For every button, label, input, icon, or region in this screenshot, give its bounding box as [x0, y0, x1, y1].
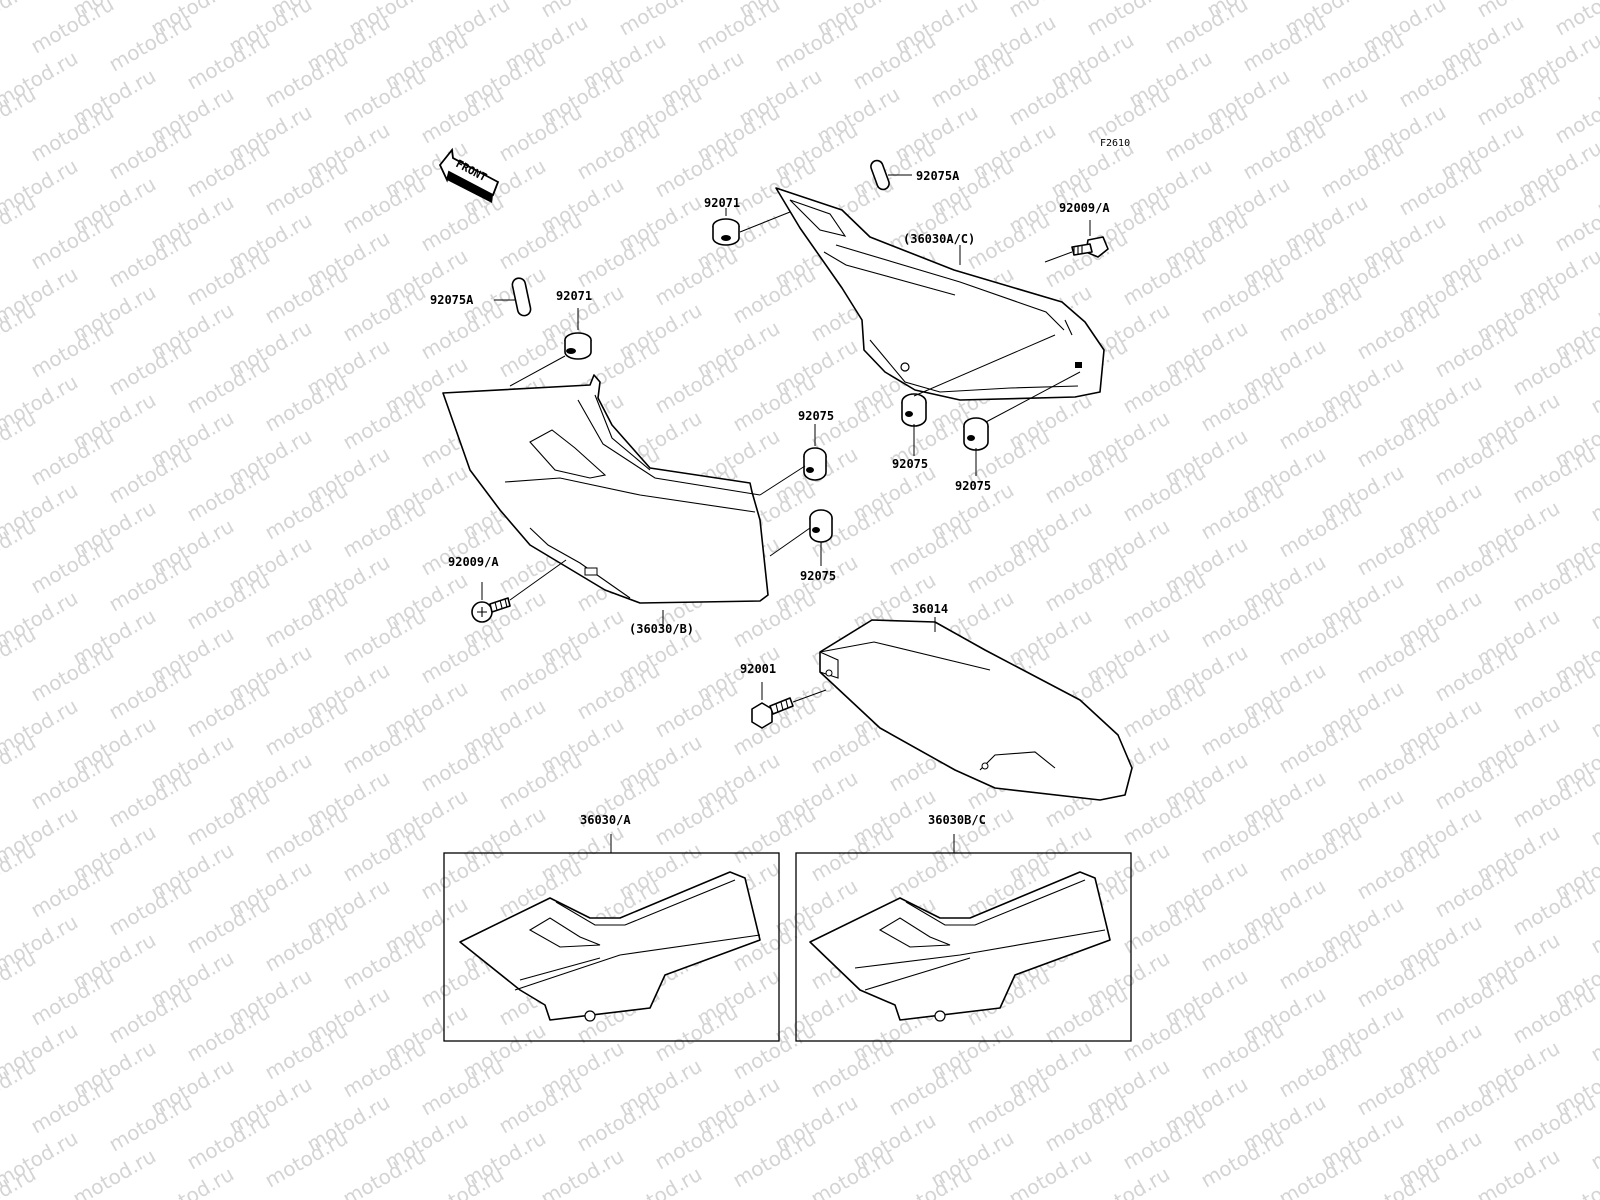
label-92075A-left: 92075A — [430, 293, 474, 307]
leader-lines — [481, 174, 1091, 853]
watermark-text: motod.ru — [1353, 1162, 1444, 1200]
watermark-text: motod.ru — [1587, 892, 1600, 959]
label-92071-top: 92071 — [704, 196, 740, 210]
label-36030B: (36030/B) — [629, 622, 694, 636]
watermark-text: motod.ru — [1587, 1108, 1600, 1175]
grommet-92075-a — [803, 447, 827, 481]
label-92009A-left: 92009/A — [448, 555, 499, 569]
label-92009A-right: 92009/A — [1059, 201, 1110, 215]
grommet-92075-c — [901, 393, 927, 427]
watermark-text: motod.ru — [1587, 784, 1600, 851]
watermark-text: motod.ru — [1587, 352, 1600, 419]
label-inset-36030A: 36030/A — [580, 813, 631, 827]
chain-cover — [819, 619, 1133, 801]
label-92075-d: 92075 — [955, 479, 991, 493]
label-36014: 36014 — [912, 602, 948, 616]
grommet-92075-b — [809, 509, 833, 543]
watermark-text: motod.ru — [1587, 676, 1600, 743]
pin-92075A-left — [511, 277, 532, 317]
label-92075A-top: 92075A — [916, 169, 960, 183]
inset-36030BC — [795, 852, 1132, 1042]
label-inset-36030BC: 36030B/C — [928, 813, 986, 827]
watermark-text: motod.ru — [417, 1162, 508, 1200]
label-92001: 92001 — [740, 662, 776, 676]
figure-ref: F2610 — [1100, 138, 1130, 149]
label-92075-b: 92075 — [800, 569, 836, 583]
grommet-92071-left — [564, 332, 592, 360]
bolt-92009A-left — [471, 597, 511, 623]
side-cover-left — [442, 374, 769, 604]
pin-92075A-top — [870, 159, 890, 191]
label-92075-c: 92075 — [892, 457, 928, 471]
grommet-92075-d — [963, 417, 989, 451]
watermark-text: motod.ru — [1587, 568, 1600, 635]
watermark-text: motod.ru — [1587, 1000, 1600, 1067]
bolt-92009A-right — [1071, 236, 1109, 258]
inset-36030A — [443, 852, 780, 1042]
label-92075-a: 92075 — [798, 409, 834, 423]
grommet-92071-top — [712, 218, 740, 246]
bolt-92001 — [751, 697, 794, 729]
label-36030AC: (36030A/C) — [903, 232, 975, 246]
watermark-text: motod.ru — [885, 1162, 976, 1200]
watermark-text: motod.ru — [1587, 460, 1600, 527]
label-92071-left: 92071 — [556, 289, 592, 303]
side-cover-right — [775, 187, 1105, 401]
